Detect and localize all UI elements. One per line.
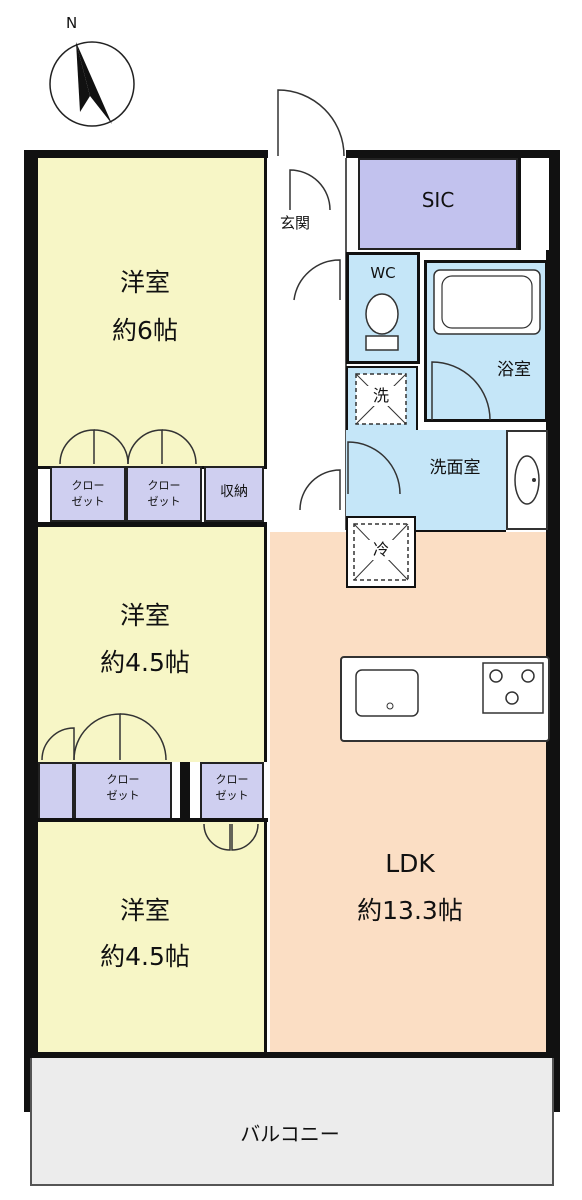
closet-1a (50, 466, 126, 522)
closet-doors-room1 (59, 429, 197, 465)
closet-doors-room2 (41, 713, 167, 761)
western-room-2-size: 約4.5帖 (100, 648, 190, 677)
washer-label: 洗 (366, 386, 396, 406)
western-room-3 (38, 822, 267, 1052)
toilet-icon (365, 293, 399, 351)
wall-row2 (38, 818, 268, 822)
western-room-2-name: 洋室 (119, 601, 170, 630)
wc-label: WC (370, 264, 396, 282)
western-room-3-size: 約4.5帖 (100, 942, 190, 971)
compass-icon (49, 41, 135, 127)
ldk-name: LDK (385, 849, 435, 878)
sink-icon (514, 455, 540, 505)
fridge-label: 冷 (366, 540, 396, 560)
western-room-1 (38, 158, 267, 469)
ldk-room (270, 532, 546, 1052)
wall-outer-top-left (24, 150, 268, 158)
entrance-door (277, 89, 345, 157)
closet-1b-label: クローゼット (147, 479, 181, 508)
entrance-label: 玄関 (279, 214, 310, 232)
western-room-1-name: 洋室 (119, 268, 170, 297)
closet-2b-label: クローゼット (215, 773, 249, 802)
ldk-size: 約13.3帖 (357, 896, 463, 925)
closet-2a (74, 762, 172, 820)
stove-icon (482, 662, 544, 714)
washroom-door (347, 441, 401, 495)
wall-outer-top-right (346, 150, 560, 158)
western-room-1-size: 約6帖 (112, 316, 178, 345)
closet-2-side (38, 762, 74, 820)
sic-room (358, 158, 518, 250)
bathtub-icon (433, 269, 541, 335)
balcony-label: バルコニー (240, 1122, 340, 1146)
western-room-3-name: 洋室 (119, 896, 170, 925)
washroom-label: 洗面室 (429, 458, 481, 478)
wall-outer-bottom (24, 1052, 560, 1058)
closet-1a-label: クローゼット (71, 479, 105, 508)
washroom (346, 430, 506, 533)
storage (204, 466, 264, 522)
bathroom-door (431, 361, 491, 421)
balcony (30, 1058, 554, 1186)
bathroom-label: 浴室 (497, 360, 531, 380)
western-room-2 (38, 527, 267, 762)
kitchen-sink-icon (355, 669, 419, 717)
vanity (506, 430, 548, 530)
compass-north-label: N (66, 14, 78, 32)
wall-closet-divider (180, 762, 190, 820)
closet-2a-label: クローゼット (106, 773, 140, 802)
wall-sic-right (518, 158, 549, 250)
storage-label: 収納 (220, 484, 248, 500)
wall-outer-right (546, 152, 560, 1057)
wall-outer-left (24, 152, 38, 1057)
closet-doors-room3 (203, 823, 259, 851)
closet-1b (126, 466, 202, 522)
wall-row1 (38, 522, 268, 527)
sic-label: SIC (421, 188, 455, 212)
